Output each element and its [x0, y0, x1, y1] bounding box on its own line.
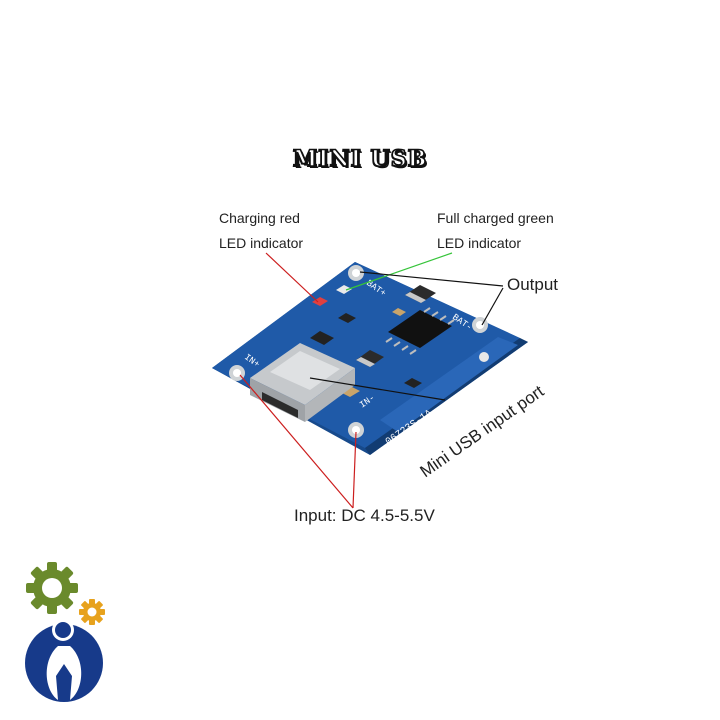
full-charged-label-line1: Full charged green — [437, 210, 554, 226]
green-led — [336, 285, 352, 294]
led-indicators — [312, 285, 352, 306]
red-led — [312, 297, 328, 306]
full-charged-label-line2: LED indicator — [437, 235, 522, 251]
gears-person-logo — [25, 562, 105, 702]
charger-ic-chip — [385, 307, 455, 355]
full-charged-led-pointer — [345, 252, 453, 291]
usb-port-pointer — [309, 377, 446, 401]
output-pointer-bat-minus — [481, 287, 504, 326]
charging-led-label-line1: Charging red — [219, 210, 300, 226]
green-gear-icon — [26, 562, 78, 614]
orange-gear-icon — [79, 599, 105, 625]
mini-usb-connector — [250, 343, 355, 422]
charging-led-pointer — [265, 252, 319, 303]
output-label: Output — [507, 275, 559, 294]
output-pointer-bat-plus — [359, 271, 504, 287]
page-title: MINI USB — [292, 145, 428, 173]
input-pointer-plus — [239, 374, 354, 509]
input-voltage-label: Input: DC 4.5-5.5V — [294, 506, 435, 525]
annotation-lines — [239, 252, 504, 509]
input-pointer-minus — [352, 431, 357, 509]
smd-components — [310, 285, 436, 397]
charging-led-label-line2: LED indicator — [219, 235, 304, 251]
